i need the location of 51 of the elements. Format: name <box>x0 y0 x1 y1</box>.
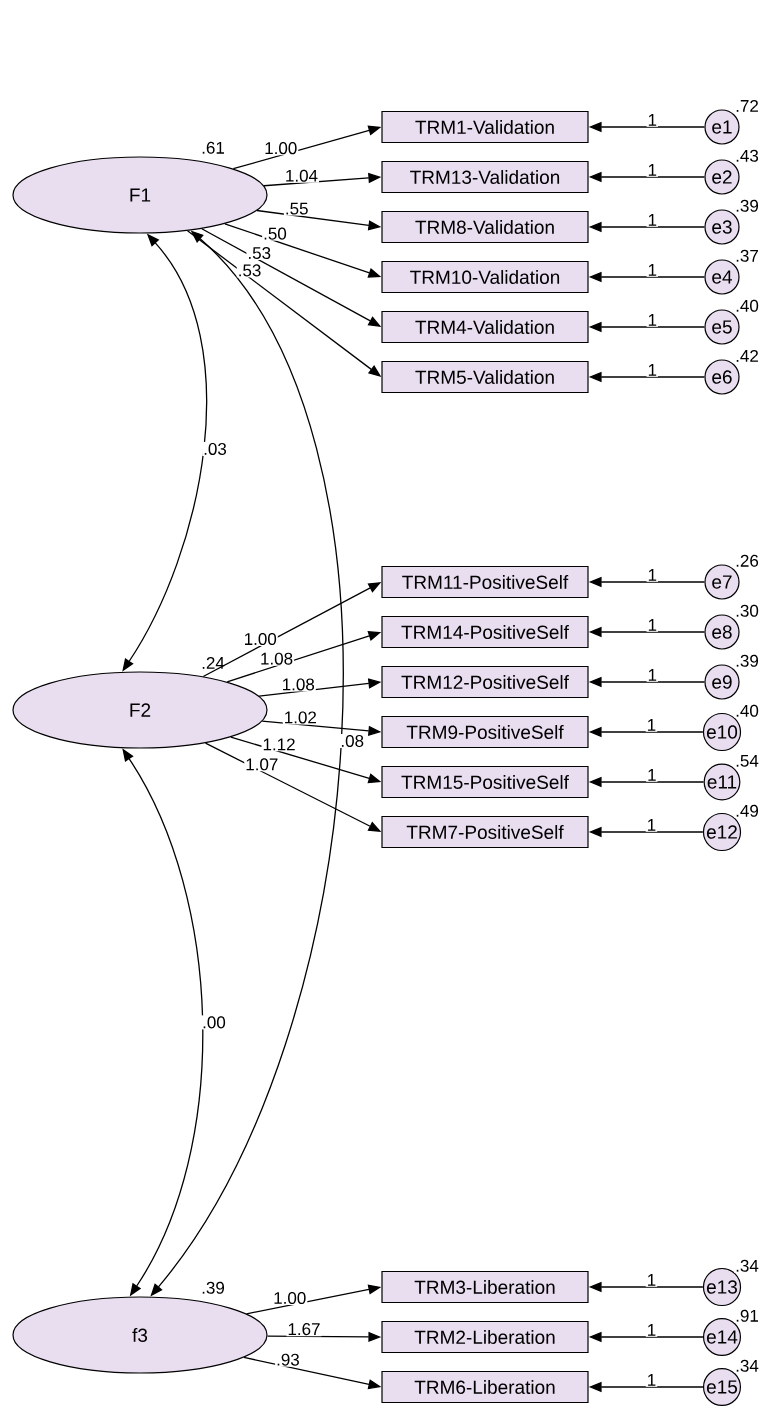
edge-label: 1.12 <box>263 738 295 751</box>
edge-label: 1 <box>648 214 657 226</box>
variable-box: TRM13-Validation <box>381 160 589 194</box>
variable-box: TRM1-Validation <box>381 110 589 144</box>
edge-label: 1.00 <box>274 1292 306 1305</box>
variable-box: TRM7-PositiveSelf <box>381 815 589 849</box>
edge-label: 1 <box>648 819 656 831</box>
edge-label: .53 <box>249 247 271 259</box>
edge-label: .08 <box>341 734 364 747</box>
edge-label: 1.08 <box>261 652 293 665</box>
variance-label: .24 <box>200 655 226 670</box>
edge-label: 1.07 <box>246 758 278 771</box>
edge-label: 1 <box>648 1374 656 1386</box>
edge-label: 1.04 <box>286 169 318 182</box>
edge-label: 1.02 <box>285 711 316 724</box>
edge-label: 1 <box>648 719 656 731</box>
edge-label: 1 <box>648 619 657 631</box>
variable-box: TRM14-PositiveSelf <box>381 615 589 649</box>
variable-box: TRM8-Validation <box>381 210 589 244</box>
variance-label: .39 <box>200 1280 226 1295</box>
edge-label: 1.67 <box>288 1323 320 1336</box>
variable-box: TRM15-PositiveSelf <box>381 765 589 799</box>
edge-label: .55 <box>286 202 308 215</box>
edge-label: 1 <box>648 314 657 326</box>
edge-label: 1 <box>648 1324 656 1336</box>
edge-label: 1 <box>648 669 657 681</box>
edge-label: 1 <box>648 364 657 376</box>
edge-label: 1 <box>648 164 657 176</box>
edge-label: .50 <box>264 227 287 240</box>
edge-label: 1 <box>648 264 657 276</box>
variable-box: TRM12-PositiveSelf <box>381 665 589 699</box>
edge-label: .00 <box>203 1016 226 1029</box>
edge-label: .53 <box>239 264 261 277</box>
variable-box: TRM2-Liberation <box>381 1320 589 1354</box>
edge-label: 1 <box>648 1274 656 1286</box>
variable-box: TRM6-Liberation <box>381 1370 589 1404</box>
variable-box: TRM10-Validation <box>381 260 589 294</box>
edge-label: 1.00 <box>245 633 277 646</box>
edge-label: .03 <box>204 442 227 455</box>
variable-box: TRM5-Validation <box>381 360 589 394</box>
variable-box: TRM11-PositiveSelf <box>381 565 589 599</box>
variable-box: TRM9-PositiveSelf <box>381 715 589 749</box>
variable-box: TRM3-Liberation <box>381 1270 589 1304</box>
variance-label: .61 <box>200 140 226 155</box>
edge-label: 1 <box>648 569 657 581</box>
edge-label: 1 <box>648 769 656 781</box>
edge-label: 1 <box>648 114 657 126</box>
edge-label: .93 <box>277 1353 299 1366</box>
edge-label: 1.00 <box>265 142 297 155</box>
edge-label: 1.08 <box>283 678 315 691</box>
variable-box: TRM4-Validation <box>381 310 589 344</box>
